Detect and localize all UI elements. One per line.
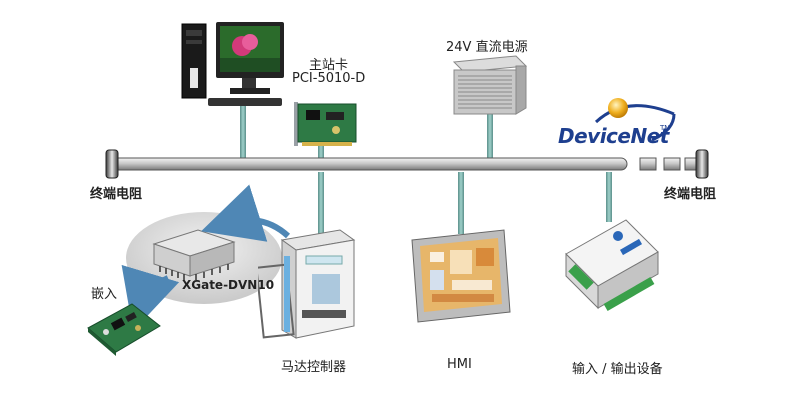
motor-controller-label: 马达控制器: [281, 360, 347, 375]
drop-line-power: [487, 110, 493, 162]
io-device-icon: [565, 219, 659, 311]
power-supply-label: 24V 直流电源: [446, 40, 528, 55]
embedded-pcb-icon: [87, 303, 161, 356]
motor-controller-icon: [258, 229, 356, 339]
devicenet-logo-text: DeviceNet: [558, 124, 669, 148]
devicenet-logo-icon: [594, 98, 676, 142]
power-supply-icon: [452, 55, 528, 115]
hmi-label: HMI: [447, 357, 472, 372]
master-card-model-label: PCI-5010-D: [292, 71, 366, 86]
io-device-label: 输入 / 输出设备: [572, 362, 663, 377]
master-card-label: 主站卡: [309, 58, 349, 73]
terminator-right-label: 终端电阻: [664, 187, 717, 202]
terminator-right-cap: [695, 149, 709, 179]
drop-line-hmi: [458, 172, 464, 234]
xgate-module-label: XGate-DVN10: [182, 278, 275, 292]
drop-line-pc: [240, 100, 246, 162]
pci-card-icon: [294, 102, 357, 146]
drop-line-io: [606, 172, 612, 222]
drop-line-motor: [318, 172, 324, 238]
terminator-left-label: 终端电阻: [90, 187, 143, 202]
devicenet-logo-tm: TM: [660, 124, 671, 132]
terminator-left-cap: [105, 149, 119, 179]
embed-label: 嵌入: [91, 287, 118, 302]
pc-computer-icon: [181, 22, 284, 106]
hmi-panel-icon: [411, 229, 511, 323]
